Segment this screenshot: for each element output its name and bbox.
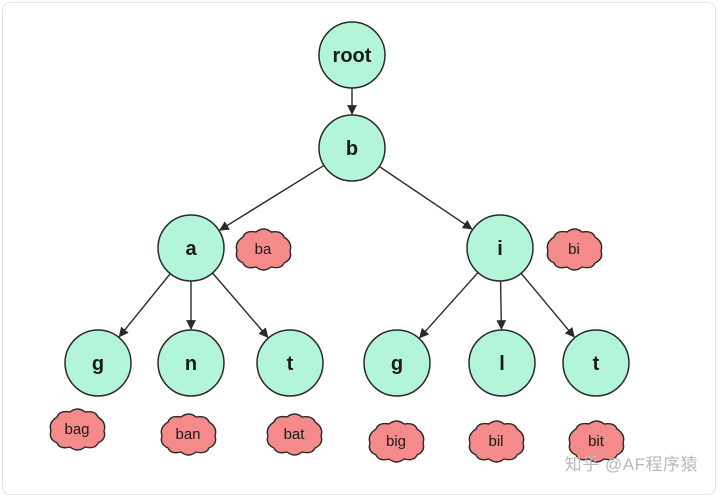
node-circle: [157, 329, 225, 397]
edge-b-i: [378, 165, 473, 230]
node-label: t: [287, 353, 294, 375]
word-cloud-bi: bi: [546, 228, 603, 271]
cloud-shape: [568, 420, 625, 463]
trie-node-a: a: [157, 214, 225, 282]
cloud-shape: [266, 413, 323, 456]
node-circle: [363, 329, 431, 397]
node-circle: [64, 329, 132, 397]
edge-i-t2: [520, 272, 575, 338]
cloud-shape: [368, 420, 425, 463]
word-cloud-bil: bil: [468, 420, 525, 463]
node-label: b: [346, 138, 358, 160]
edge-i-l: [496, 280, 507, 330]
trie-node-t1: t: [256, 329, 324, 397]
trie-node-i: i: [466, 214, 534, 282]
cloud-shape: [160, 413, 217, 456]
edge-i-g2: [419, 272, 479, 339]
word-cloud-big: big: [368, 420, 425, 463]
cloud-label: bil: [488, 433, 503, 450]
node-label: g: [391, 353, 403, 375]
cloud-label: ban: [175, 426, 200, 443]
cloud-shape: [546, 228, 603, 271]
node-circle: [256, 329, 324, 397]
cloud-shape: [235, 228, 292, 271]
trie-node-t2: t: [562, 329, 630, 397]
cloud-label: bi: [568, 241, 580, 258]
node-label: root: [333, 45, 372, 67]
edge-a-t1: [211, 272, 269, 338]
word-clouds-layer: ba bi bag ban bat big bil bit: [49, 228, 625, 463]
node-label: a: [185, 238, 197, 260]
cloud-label: bag: [64, 421, 89, 438]
node-circle: [466, 214, 534, 282]
cloud-shape: [49, 408, 106, 451]
edges-layer: [118, 88, 575, 339]
word-cloud-bit: bit: [568, 420, 625, 463]
cloud-label: ba: [255, 241, 272, 258]
edge-a-g1: [118, 273, 171, 338]
trie-node-g2: g: [363, 329, 431, 397]
edge-b-a: [219, 164, 325, 231]
trie-node-b: b: [318, 114, 386, 182]
node-circle: [318, 114, 386, 182]
trie-node-n: n: [157, 329, 225, 397]
word-cloud-ban: ban: [160, 413, 217, 456]
trie-node-root: root: [318, 21, 386, 89]
node-label: l: [499, 353, 505, 375]
cloud-shape: [468, 420, 525, 463]
watermark: 知乎 @AF程序猿: [564, 455, 698, 474]
trie-node-g1: g: [64, 329, 132, 397]
node-label: t: [593, 353, 600, 375]
word-cloud-bag: bag: [49, 408, 106, 451]
node-circle: [157, 214, 225, 282]
trie-node-l: l: [468, 329, 536, 397]
node-circle: [318, 21, 386, 89]
node-label: n: [185, 353, 197, 375]
node-circle: [468, 329, 536, 397]
node-label: g: [92, 353, 104, 375]
node-circle: [562, 329, 630, 397]
node-label: i: [497, 238, 503, 260]
cloud-label: bat: [284, 426, 306, 443]
cloud-label: bit: [588, 433, 605, 450]
word-cloud-ba: ba: [235, 228, 292, 271]
cloud-label: big: [386, 433, 406, 450]
word-cloud-bat: bat: [266, 413, 323, 456]
